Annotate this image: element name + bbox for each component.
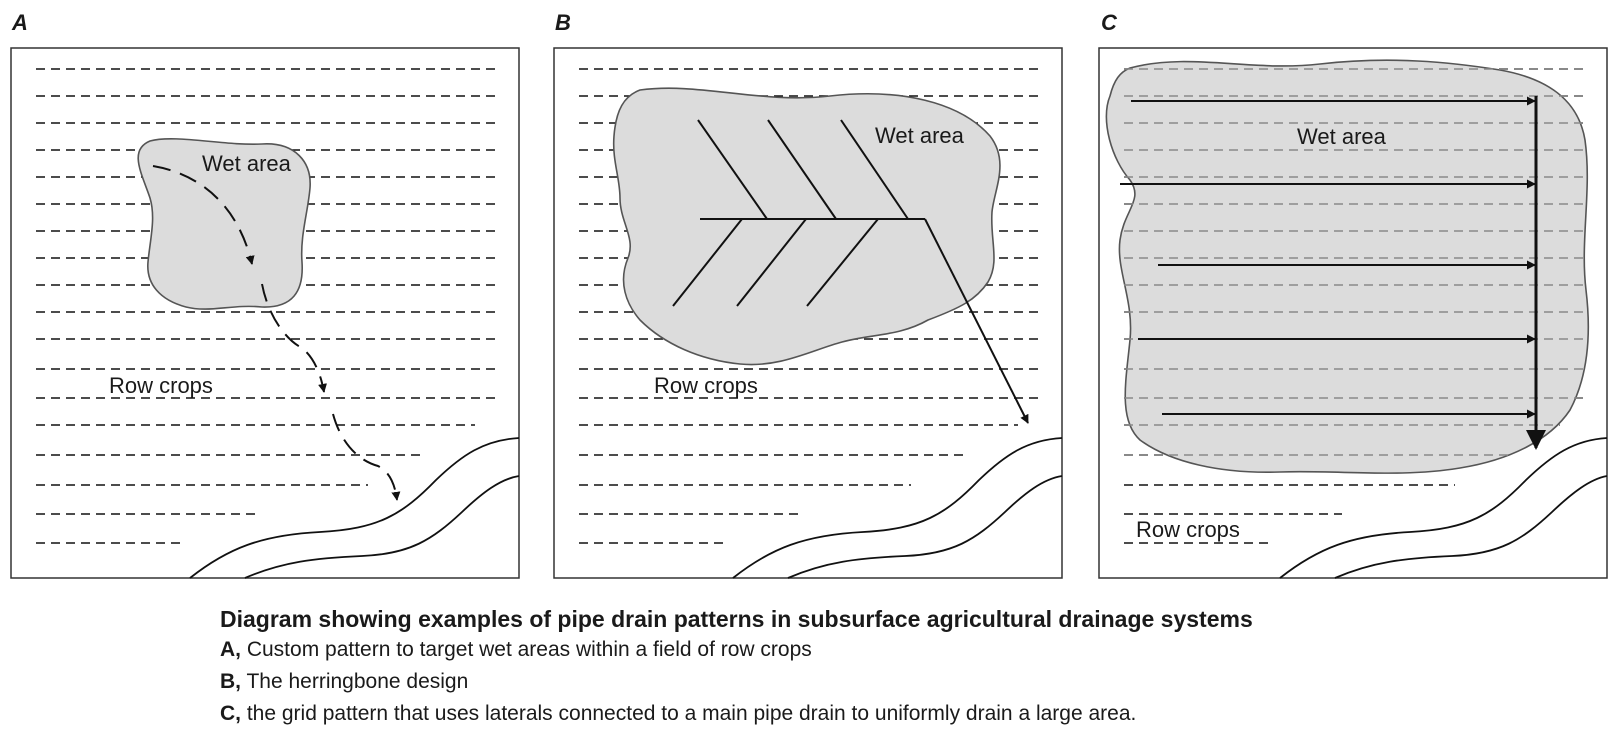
caption-item-a: A, Custom pattern to target wet areas wi… (220, 634, 1600, 666)
panel-b-letter: B (555, 10, 571, 35)
panel-c-wet-area (1105, 59, 1590, 474)
caption-item-c-tag: C, (220, 702, 241, 725)
panel-c: C (1098, 10, 1608, 579)
caption-title: Diagram showing examples of pipe drain p… (220, 606, 1253, 632)
panel-c-wet-label: Wet area (1297, 124, 1387, 149)
panel-a-wet-label: Wet area (202, 151, 292, 176)
caption-item-c: C, the grid pattern that uses laterals c… (220, 698, 1600, 730)
caption-item-a-tag: A, (220, 638, 241, 661)
panel-b: B (553, 10, 1063, 579)
caption-item-b: B, The herringbone design (220, 666, 1600, 698)
panel-a-field (10, 47, 520, 579)
panel-b-herringbone-drain (672, 119, 1029, 424)
panel-b-crops-label: Row crops (654, 373, 758, 398)
panel-a-drain-path (152, 165, 401, 501)
panel-c-grid-drain (1120, 96, 1546, 450)
panel-a-river (189, 437, 520, 579)
caption-item-b-tag: B, (220, 670, 241, 693)
panel-b-wet-label: Wet area (875, 123, 965, 148)
caption-item-c-text: the grid pattern that uses laterals conn… (241, 702, 1137, 725)
panel-b-river (732, 437, 1063, 579)
panel-a-crops-label: Row crops (109, 373, 213, 398)
panel-c-river (1279, 437, 1608, 579)
figure-caption: Diagram showing examples of pipe drain p… (220, 604, 1600, 730)
drain-pattern-figure: A (10, 10, 1608, 579)
panel-c-letter: C (1101, 10, 1118, 35)
panel-a-letter: A (11, 10, 28, 35)
caption-item-a-text: Custom pattern to target wet areas withi… (241, 638, 812, 661)
panel-a-wet-area (137, 138, 311, 310)
panel-b-wet-area (612, 87, 1001, 366)
panel-a: A (10, 10, 520, 579)
panel-c-crops-label: Row crops (1136, 517, 1240, 542)
caption-item-b-text: The herringbone design (241, 670, 469, 693)
